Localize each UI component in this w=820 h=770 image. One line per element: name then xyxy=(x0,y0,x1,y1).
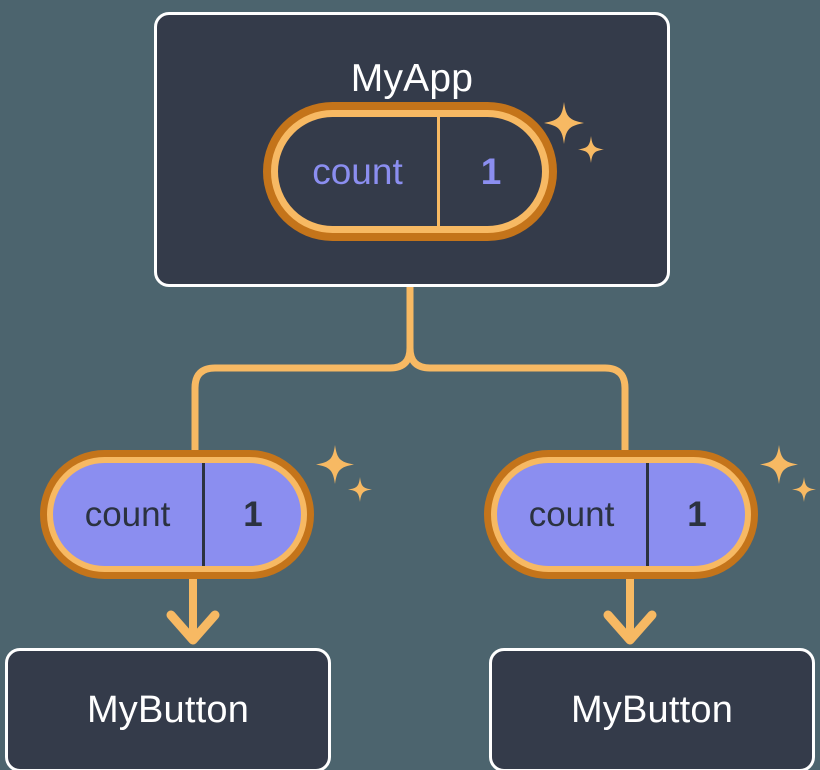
state-value-label: 1 xyxy=(480,151,502,192)
state-pill-body: count 1 xyxy=(47,457,307,572)
state-pill-right[interactable]: count 1 xyxy=(491,457,751,572)
state-pill-left[interactable]: count 1 xyxy=(47,457,307,572)
component-title-mybutton-left: MyButton xyxy=(86,689,250,731)
state-key-label: count xyxy=(53,463,205,566)
component-title-mybutton-right: MyButton xyxy=(570,689,734,731)
component-title-myapp: MyApp xyxy=(350,57,474,100)
state-pill-body: count 1 xyxy=(491,457,751,572)
sparkles-icon-left xyxy=(316,445,372,502)
component-card-mybutton-left[interactable]: MyButton xyxy=(5,648,331,770)
arrow-down-icon-right xyxy=(603,572,657,645)
connector-branch-left xyxy=(191,344,414,461)
sparkle-star-small xyxy=(792,477,816,502)
sparkle-star-large xyxy=(760,445,798,484)
state-value-label: 1 xyxy=(243,495,263,534)
state-key-label: count xyxy=(278,117,440,226)
sparkle-star-small xyxy=(348,477,372,502)
sparkle-star-large xyxy=(316,445,354,484)
sparkles-icon-right xyxy=(760,445,816,502)
component-card-mybutton-right[interactable]: MyButton xyxy=(489,648,815,770)
state-key-label: count xyxy=(497,463,649,566)
state-pill-myapp[interactable]: count 1 xyxy=(271,110,549,233)
connector-branch-right xyxy=(406,344,629,461)
arrow-down-icon-left xyxy=(166,572,220,645)
state-value-label: 1 xyxy=(687,495,707,534)
state-pill-body: count 1 xyxy=(271,110,549,233)
